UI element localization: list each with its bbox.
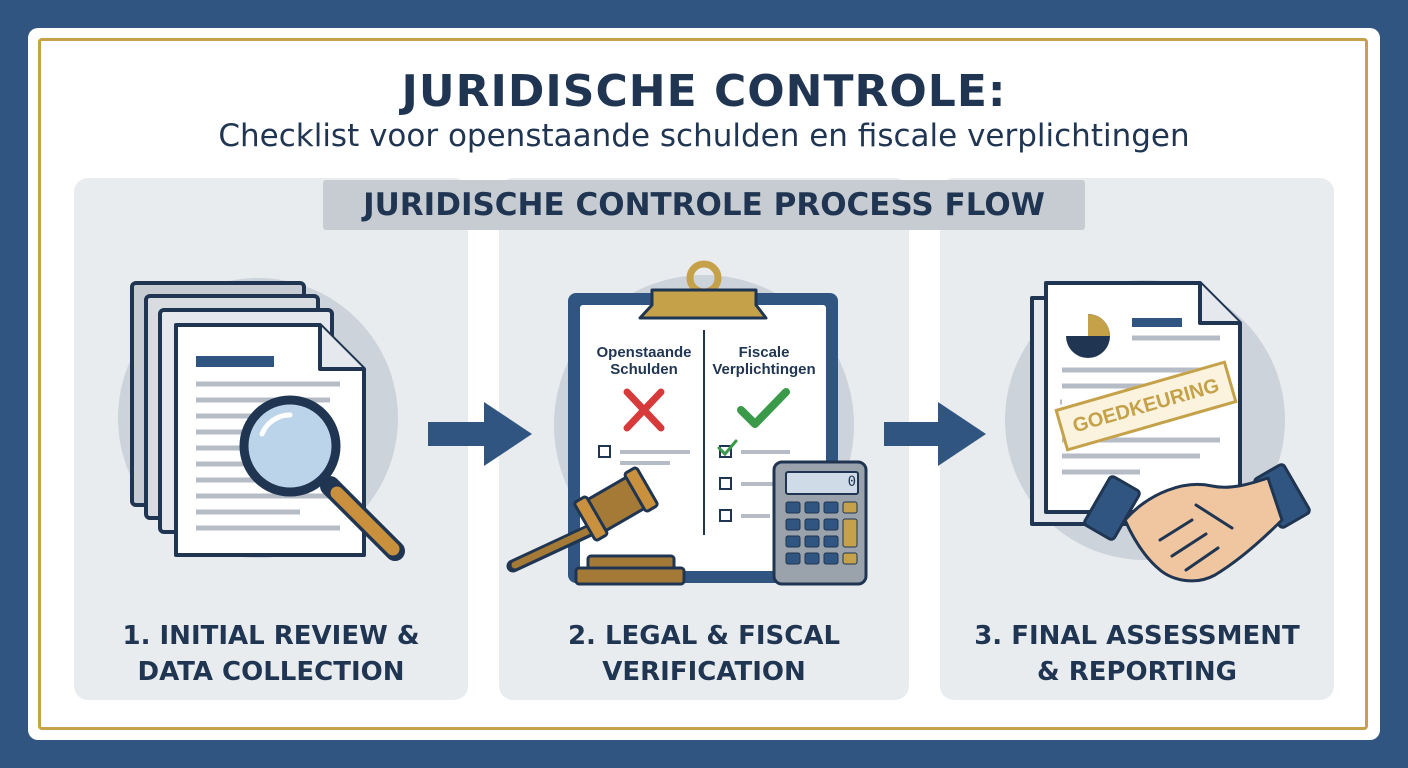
column-heading-debts-line1: Openstaande: [596, 344, 692, 361]
step-label-3-line2: & REPORTING: [1036, 657, 1238, 687]
step-label-1-line1: 1. INITIAL REVIEW &: [122, 621, 420, 651]
arrow-right-icon: [428, 402, 532, 466]
arrow-right-icon: [884, 402, 986, 466]
calculator-display: 0: [847, 474, 856, 490]
step-label-2-line1: 2. LEGAL & FISCAL: [567, 621, 841, 651]
step-label-1: 1. INITIAL REVIEW & DATA COLLECTION: [74, 618, 468, 690]
gold-frame: [38, 38, 1368, 730]
documents-magnifier-icon: [118, 278, 405, 561]
step-label-3-line1: 3. FINAL ASSESSMENT: [974, 621, 1300, 651]
page-subtitle: Checklist voor openstaande schulden en f…: [218, 118, 1190, 154]
report-handshake-icon: [1005, 280, 1311, 583]
clipboard-gavel-calculator-icon: [506, 260, 868, 586]
step-label-1-line2: DATA COLLECTION: [137, 657, 405, 687]
process-flow-banner: JURIDISCHE CONTROLE PROCESS FLOW: [323, 180, 1085, 230]
page-title: JURIDISCHE CONTROLE:: [401, 66, 1007, 117]
column-heading-fiscal-line2: Verplichtingen: [712, 361, 816, 378]
step-label-3: 3. FINAL ASSESSMENT & REPORTING: [940, 618, 1334, 690]
step-label-2: 2. LEGAL & FISCAL VERIFICATION: [499, 618, 909, 690]
column-heading-fiscal-line1: Fiscale: [738, 344, 790, 361]
step-label-2-line2: VERIFICATION: [602, 657, 806, 687]
column-heading-fiscal: Fiscale Verplichtingen: [706, 344, 822, 378]
column-heading-debts-line2: Schulden: [610, 361, 678, 378]
column-heading-debts: Openstaande Schulden: [586, 344, 702, 378]
